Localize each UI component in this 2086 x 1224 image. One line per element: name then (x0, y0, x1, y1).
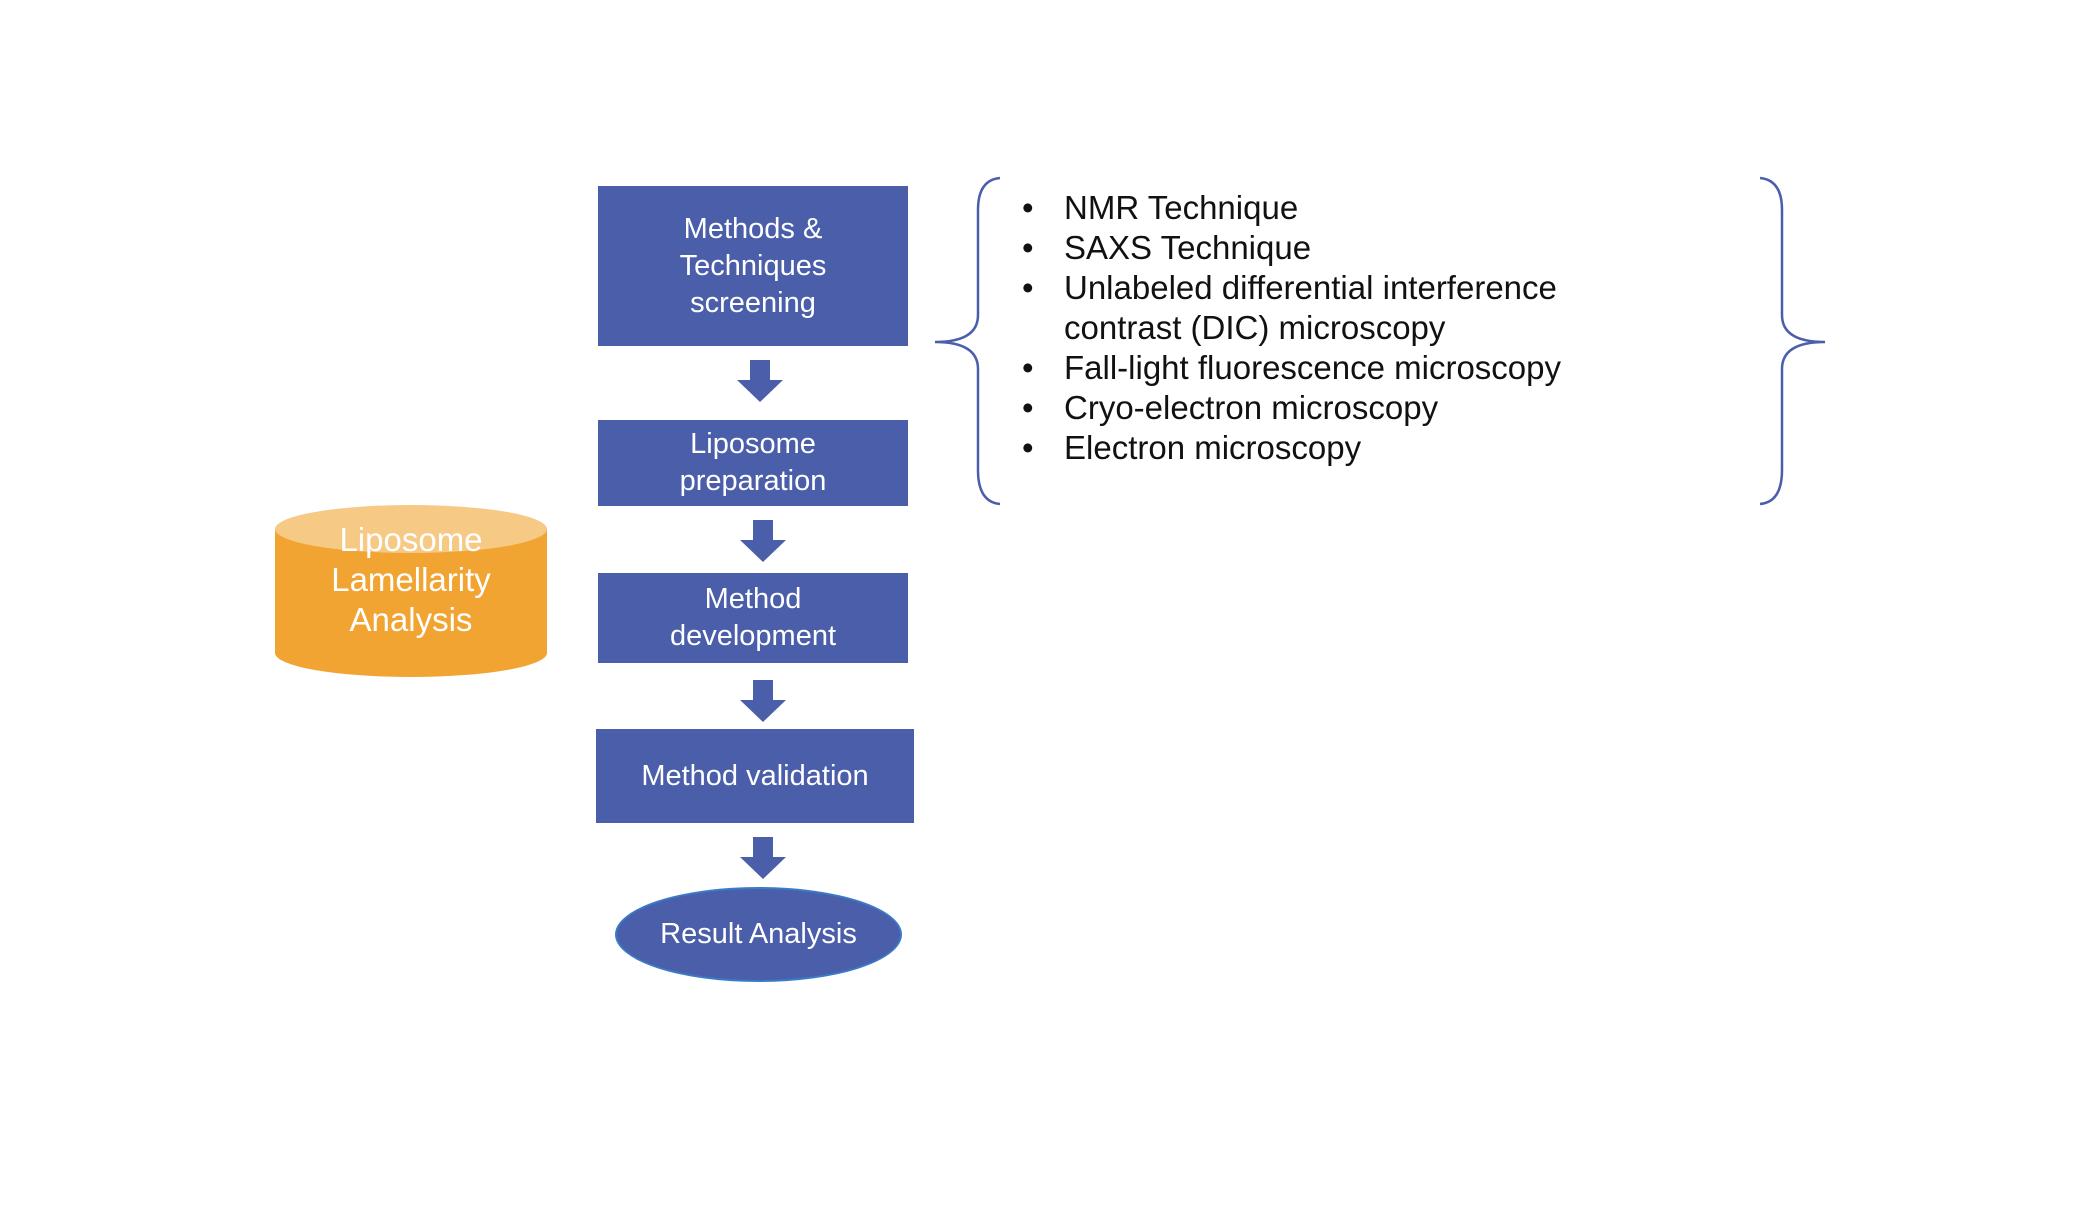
left-brace-icon (934, 176, 1001, 506)
down-arrow-icon (740, 837, 786, 879)
list-item: NMR Technique (1022, 188, 1642, 228)
techniques-brace (934, 176, 1826, 506)
result-analysis-ellipse: Result Analysis (615, 887, 902, 982)
step-method-validation: Method validation (596, 729, 914, 823)
right-brace-icon (1759, 176, 1826, 506)
side-label-lamellarity: Liposome Lamellarity Analysis (331, 521, 491, 638)
list-item: Cryo-electron microscopy (1022, 388, 1642, 428)
down-arrow-icon (737, 360, 783, 402)
down-arrow-icon (740, 680, 786, 722)
cylinder-shape (275, 505, 547, 677)
down-arrow-icon (740, 520, 786, 562)
list-item: SAXS Technique (1022, 228, 1642, 268)
list-item: Fall-light fluorescence microscopy (1022, 348, 1642, 388)
techniques-list: NMR Technique SAXS Technique Unlabeled d… (1022, 188, 1642, 468)
step-method-development: Method development (598, 573, 908, 663)
list-item: Electron microscopy (1022, 428, 1642, 468)
step-methods-screening: Methods & Techniques screening (598, 186, 908, 346)
step-liposome-preparation: Liposome preparation (598, 420, 908, 506)
list-item: Unlabeled differential interference cont… (1022, 268, 1642, 348)
